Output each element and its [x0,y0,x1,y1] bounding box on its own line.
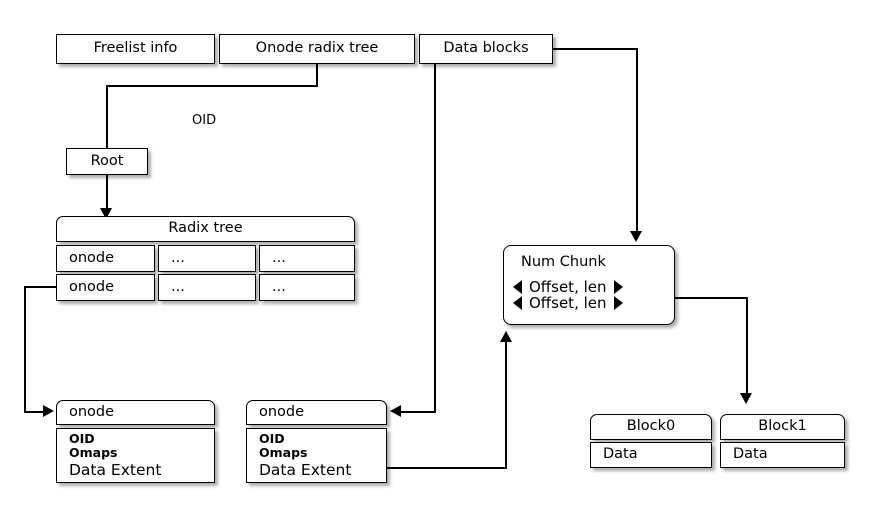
radix-tree-cell-r0c2[interactable]: ... [259,245,355,272]
node-root[interactable]: Root [66,148,148,175]
edge-onode2-extent-right [385,467,507,469]
edge-radix-row1-left [24,286,57,288]
node-data-blocks-label: Data blocks [443,40,529,57]
num-chunk-title: Num Chunk [521,254,606,270]
arrow-root-to-radix-tree [100,208,112,219]
node-onode-2-header[interactable]: onode [246,400,387,425]
radix-tree-cell-r1c2[interactable]: ... [259,274,355,301]
node-radix-tree-header-label: Radix tree [168,220,243,237]
arrow-data-blocks-to-num-chunk [630,231,642,242]
onode-2-field-omaps: Omaps [259,445,308,461]
radix-tree-cell-r0c1[interactable]: ... [158,245,256,272]
arrow-onode2-extent-to-num-chunk [500,331,512,342]
node-freelist-info-label: Freelist info [93,40,178,57]
radix-tree-cell-r1c1[interactable]: ... [158,274,256,301]
arrow-radix-row1-to-onode1 [43,405,54,417]
edge-radix-row1-down [24,286,26,412]
triangle-right-icon [613,280,623,295]
node-onode-1-body[interactable]: OID Omaps Data Extent [56,428,215,483]
edge-root-to-radix-tree [106,175,108,213]
triangle-right-icon [613,296,623,311]
num-chunk-rows: Offset, len Offset, len [513,279,623,311]
arrow-data-blocks-to-onode2 [390,405,401,417]
onode-2-field-data-extent: Data Extent [259,461,352,480]
edge-onode2-extent-up [505,340,507,468]
node-onode-radix-tree-label: Onode radix tree [255,40,379,57]
edge-num-chunk-right [675,297,747,299]
edge-onode-radix-tree-drop [316,64,318,86]
node-block1-body[interactable]: Data [720,442,845,468]
radix-tree-cell-r0c0[interactable]: onode [56,245,155,272]
node-radix-tree-header[interactable]: Radix tree [56,216,355,242]
edge-data-blocks-right [553,48,637,50]
edge-data-blocks-down [434,64,436,412]
onode-2-field-oid: OID [259,430,285,446]
onode-1-field-data-extent: Data Extent [69,461,162,480]
node-data-blocks[interactable]: Data blocks [419,34,553,64]
node-block0-body[interactable]: Data [590,442,712,468]
onode-1-field-omaps: Omaps [69,445,118,461]
num-chunk-row-0[interactable]: Offset, len [513,279,623,295]
arrow-num-chunk-to-blocks [740,393,752,404]
node-block1-header[interactable]: Block1 [720,414,845,440]
node-block0-header[interactable]: Block0 [590,414,712,440]
edge-num-chunk-to-blocks [746,297,748,398]
onode-1-field-oid: OID [69,430,95,446]
node-root-label: Root [90,152,124,169]
node-onode-1-header[interactable]: onode [56,400,215,425]
edge-onode-radix-tree-to-root [106,85,108,148]
num-chunk-row-1[interactable]: Offset, len [513,295,623,311]
node-num-chunk[interactable]: Num Chunk Offset, len Offset, len [503,245,675,325]
node-onode-2-body[interactable]: OID Omaps Data Extent [246,428,387,483]
node-freelist-info[interactable]: Freelist info [56,34,215,64]
edge-data-blocks-to-num-chunk [636,48,638,236]
radix-tree-cell-r1c0[interactable]: onode [56,274,155,301]
edge-label-oid: OID [192,113,217,128]
triangle-left-icon [513,296,522,311]
node-onode-radix-tree[interactable]: Onode radix tree [219,34,415,64]
edge-radix-row1-to-onode1 [24,411,46,413]
edge-onode-radix-tree-across [106,85,318,87]
edge-data-blocks-to-onode2 [400,411,436,413]
triangle-left-icon [513,280,522,295]
